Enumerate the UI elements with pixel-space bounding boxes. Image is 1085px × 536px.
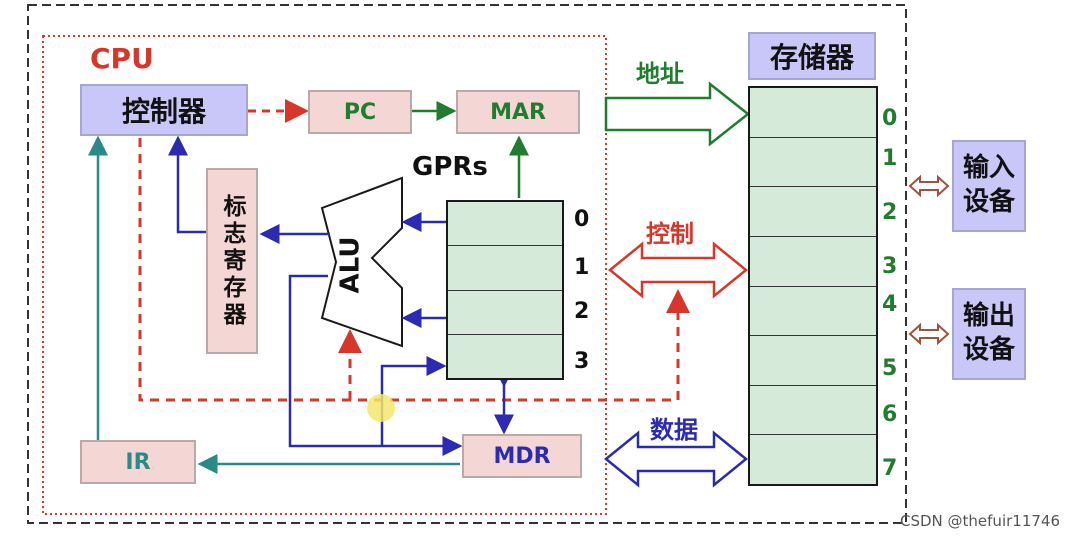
memory-title: 存储器 [769, 41, 854, 74]
input-device-line2: 设备 [962, 187, 1015, 217]
data-bus-arrow [604, 430, 748, 488]
output-device-arrow [908, 322, 950, 346]
flags-to-controller-wire [168, 135, 206, 234]
memory-title-box: 存储器 [748, 32, 876, 80]
alu-output-wire [288, 274, 463, 456]
memory-index: 0 [882, 106, 898, 131]
input-device-line1: 输入 [962, 153, 1015, 184]
mar-label: MAR [490, 99, 546, 125]
input-device-arrow [908, 174, 950, 198]
gpr-register [448, 291, 562, 335]
gpr-register [448, 246, 562, 291]
memory-cell [750, 386, 876, 436]
memory-cell [750, 237, 876, 287]
memory-index: 6 [882, 402, 898, 427]
memory-index: 7 [882, 456, 898, 481]
ir-box: IR [80, 440, 196, 484]
output-device-line1: 输出 [962, 301, 1015, 332]
gpr-index: 3 [574, 349, 590, 374]
output-device-box: 输出 设备 [952, 288, 1026, 380]
control-signal-wire [138, 138, 690, 402]
cpu-title: CPU [90, 42, 154, 75]
flags-register-box: 标志寄存器 [206, 168, 258, 354]
input-device-box: 输入 设备 [952, 140, 1026, 232]
pc-box: PC [308, 90, 412, 134]
address-bus-label: 地址 [636, 60, 684, 88]
watermark: CSDN @thefuir11746 [900, 512, 1060, 530]
gpr-register [448, 202, 562, 247]
data-bus-label: 数据 [650, 416, 698, 444]
mar-box: MAR [456, 90, 580, 134]
memory-cell [750, 88, 876, 138]
gpr-register [448, 335, 562, 378]
gpr-index: 0 [574, 207, 590, 232]
alu-shape [320, 176, 403, 348]
gprs-block [446, 200, 564, 380]
memory-index: 1 [882, 146, 898, 171]
gpr-index: 2 [574, 299, 590, 324]
memory-cell [750, 435, 876, 484]
controller-label: 控制器 [121, 95, 206, 128]
memory-index: 2 [882, 200, 898, 225]
cpu-boundary [42, 35, 607, 515]
ir-label: IR [125, 449, 151, 475]
cursor-highlight [367, 394, 395, 422]
controller-box: 控制器 [80, 84, 248, 136]
memory-index: 4 [882, 292, 898, 317]
memory-cell [750, 287, 876, 337]
flags-register-label: 标志寄存器 [219, 193, 245, 329]
pc-label: PC [343, 99, 377, 125]
memory-cell [750, 187, 876, 237]
gprs-title: GPRs [412, 152, 488, 182]
alu-label: ALU [335, 236, 366, 294]
output-device-line2: 设备 [962, 335, 1015, 365]
memory-index: 3 [882, 254, 898, 279]
computer-boundary [27, 4, 907, 524]
memory-cell [750, 138, 876, 188]
mdr-label: MDR [493, 443, 551, 469]
control-bus-label: 控制 [646, 220, 694, 248]
memory-cell [750, 336, 876, 386]
memory-index: 5 [882, 356, 898, 381]
address-bus-arrow [604, 81, 751, 147]
mdr-box: MDR [462, 434, 582, 478]
memory-block [748, 86, 878, 486]
control-bus-arrow [608, 241, 748, 299]
gpr-index: 1 [574, 255, 590, 280]
